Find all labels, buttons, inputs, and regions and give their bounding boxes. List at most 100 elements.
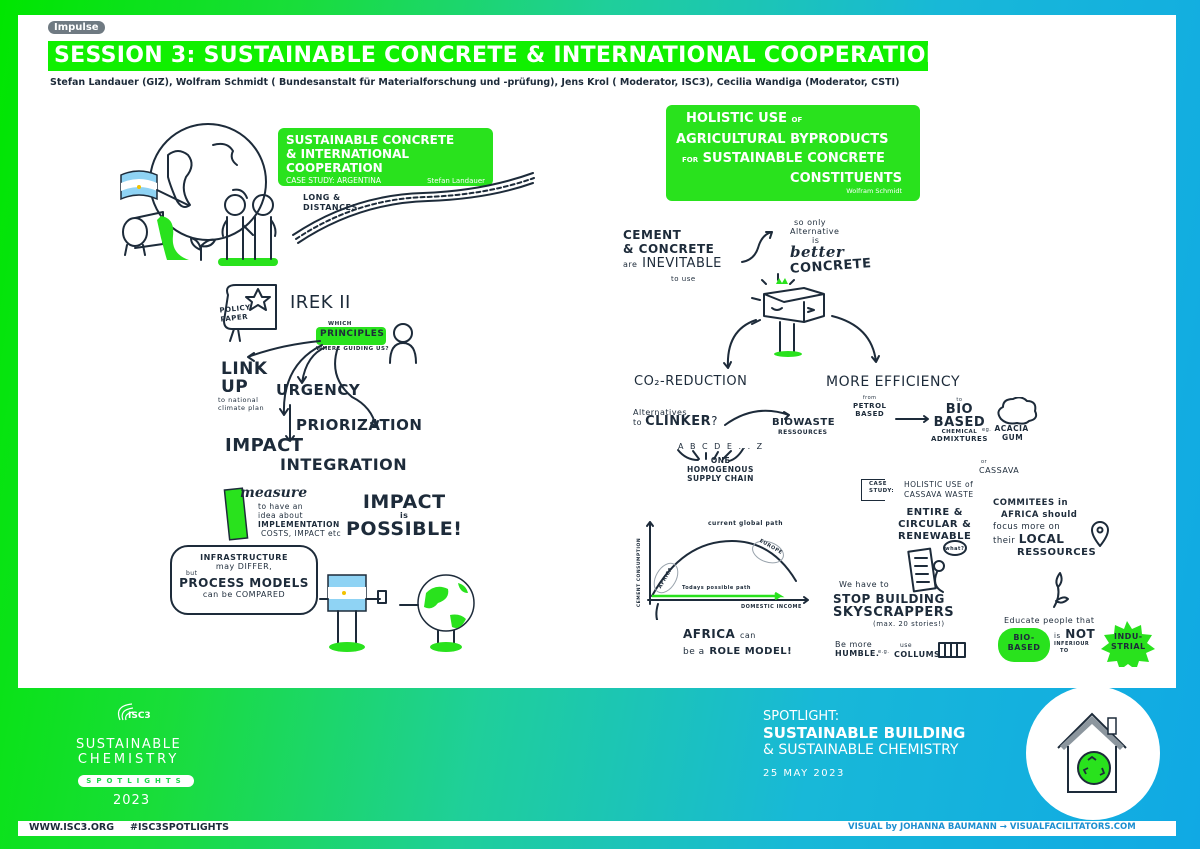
thinking-person-icon xyxy=(393,323,413,343)
sprout-icon xyxy=(190,237,216,261)
what-speech: what?! xyxy=(945,546,968,552)
measure-2: idea about xyxy=(258,511,304,520)
session-title: SESSION 3: SUSTAINABLE CONCRETE & INTERN… xyxy=(48,41,944,71)
link-up-label: LINK UP xyxy=(221,360,268,396)
petrol-2: BASED xyxy=(855,410,885,418)
website-link[interactable]: WWW.ISC3.ORG xyxy=(29,822,115,833)
urgency-label: URGENCY xyxy=(276,381,361,399)
clinker-text: Alternatives to CLINKER? xyxy=(633,408,718,429)
holistic-cassava-text: HOLISTIC USE of CASSAVA WASTE xyxy=(904,480,974,500)
cement-text: CEMENT & CONCRETE are INEVITABLE to use xyxy=(623,228,722,286)
location-pin-icon xyxy=(1091,521,1109,547)
columns-icon xyxy=(938,642,966,658)
right-title-1: HOLISTIC USE xyxy=(686,111,787,126)
chart-y-label: CEMENT CONSUMPTION xyxy=(637,537,643,608)
case-study-bracket xyxy=(861,479,885,501)
cement-2: & CONCRETE xyxy=(623,242,715,256)
co2-reduction-label: CO₂-REDUCTION xyxy=(634,374,748,389)
left-talk-title-2: & INTERNATIONAL COOPERATION xyxy=(286,147,409,175)
comm-4: their xyxy=(993,536,1016,546)
comm-6: RESSOURCES xyxy=(1017,547,1097,558)
priorization-label: PRIORIZATION xyxy=(296,416,423,434)
role-2: can xyxy=(739,631,756,640)
clinker-3: CLINKER xyxy=(645,414,712,429)
right-title-2: AGRICULTURAL BYPRODUCTS xyxy=(676,132,889,147)
case-study-label: CASE STUDY: xyxy=(869,481,894,495)
curved-arrow-icon xyxy=(741,231,773,263)
cement-3: are xyxy=(623,260,638,269)
not-inferiour-text: is NOT INFERIOUR TO xyxy=(1054,627,1096,654)
two-people-icon xyxy=(218,194,278,266)
role-1: AFRICA xyxy=(683,627,736,641)
skyscraper-text: We have to STOP BUILDING SKYSCRAPPERS (m… xyxy=(833,578,954,629)
sky-2: STOP BUILDING xyxy=(833,592,945,606)
spotlight-title: SUSTAINABLE BUILDING xyxy=(763,724,966,742)
globe-partnership-illustration xyxy=(120,123,278,266)
measure-1: to have an xyxy=(258,502,304,511)
link-up-2: UP xyxy=(221,377,249,397)
petrol-text: from PETROL BASED xyxy=(853,394,887,418)
comm-2: AFRICA should xyxy=(1001,510,1078,520)
not-3: INFERIOUR xyxy=(1054,641,1090,647)
industrial-starburst xyxy=(1101,621,1155,667)
speakers-line: Stefan Landauer (GIZ), Wolfram Schmidt (… xyxy=(50,77,900,88)
comm-3: focus more on xyxy=(993,522,1061,532)
entire-circular-text: ENTIRE & CIRCULAR & RENEWABLE xyxy=(898,507,971,543)
bio-1: BIO xyxy=(945,402,974,417)
humble-eg: e.g. xyxy=(878,649,890,655)
visual-canvas: Impulse SESSION 3: SUSTAINABLE CONCRETE … xyxy=(18,15,1176,688)
humble-4: COLLUMS xyxy=(894,650,941,659)
holistic-2: CASSAVA WASTE xyxy=(904,490,974,499)
bubble-3: but xyxy=(186,570,198,577)
chart-current-label: current global path xyxy=(708,520,783,527)
barrel-spill-icon xyxy=(122,211,189,260)
supply-1: ONE xyxy=(710,456,731,465)
star-icon xyxy=(245,288,271,311)
not-1: is xyxy=(1054,632,1061,640)
sky-4: (max. 20 stories!) xyxy=(873,620,945,628)
isc3-logo-text: ISC3 xyxy=(128,711,151,721)
integration-label: INTEGRATION xyxy=(280,455,408,474)
left-talk-title-box: SUSTAINABLE CONCRETE & INTERNATIONAL COO… xyxy=(278,128,493,186)
supply-chain-text: ONE HOMOGENOUS SUPPLY CHAIN xyxy=(687,456,754,483)
alternative-text: so only Alternative is better CONCRETE xyxy=(790,218,873,277)
irek-label: IREK II xyxy=(290,292,351,313)
crown-icon xyxy=(776,278,788,284)
bio-4: ADMIXTURES xyxy=(931,435,988,443)
supply-3: SUPPLY CHAIN xyxy=(687,474,754,483)
cement-4: INEVITABLE xyxy=(642,256,722,271)
sky-1: We have to xyxy=(839,580,890,589)
cassava-label: CASSAVA xyxy=(979,466,1020,475)
speech-bubble: INFRASTRUCTURE may DIFFER, but PROCESS M… xyxy=(170,545,318,615)
right-title-of: OF xyxy=(791,116,803,124)
spotlights-pill: SPOTLIGHTS xyxy=(78,775,194,787)
right-title-4: CONSTITUENTS xyxy=(790,171,902,186)
indu-2: STRIAL xyxy=(1111,642,1146,651)
clinker-2: to xyxy=(633,418,643,427)
committees-text: COMMITEES in AFRICA should focus more on… xyxy=(993,497,1096,559)
case-study-1: CASE xyxy=(869,481,888,487)
petrol-0: from xyxy=(862,395,877,401)
link-up-1: LINK xyxy=(221,359,268,379)
sketch-axes xyxy=(646,521,809,605)
not-2: NOT xyxy=(1065,627,1096,641)
spotlight-subtitle: & SUSTAINABLE CHEMISTRY xyxy=(763,742,959,758)
acacia-2: GUM xyxy=(1002,433,1024,442)
link-up-sub: to national climate plan xyxy=(218,396,264,412)
supply-2: HOMOGENOUS xyxy=(687,465,754,474)
brand-1: SUSTAINABLE xyxy=(76,737,182,752)
isc3-logo-icon xyxy=(117,703,134,721)
impact-is: is xyxy=(399,511,409,520)
policy-paper-scroll-icon xyxy=(223,284,277,330)
biowaste-1: BIOWASTE xyxy=(772,417,836,428)
ruler-icon xyxy=(223,487,249,541)
earth-character-icon xyxy=(399,574,475,652)
credit-link[interactable]: VISUAL by JOHANNA BAUMANN → VISUALFACILI… xyxy=(848,822,1136,832)
hashtag-link[interactable]: #ISC3SPOTLIGHTS xyxy=(130,822,229,833)
arrow-right-icon xyxy=(895,415,929,423)
acacia-text: eg. ACACIA GUM xyxy=(982,425,1029,442)
bio-based-2: BASED xyxy=(1007,643,1041,652)
chart-today-label: Todays possible path xyxy=(682,585,751,591)
measure-text: to have an idea about IMPLEMENTATION COS… xyxy=(258,502,341,538)
bio-based-1: BIO- xyxy=(1013,633,1035,642)
